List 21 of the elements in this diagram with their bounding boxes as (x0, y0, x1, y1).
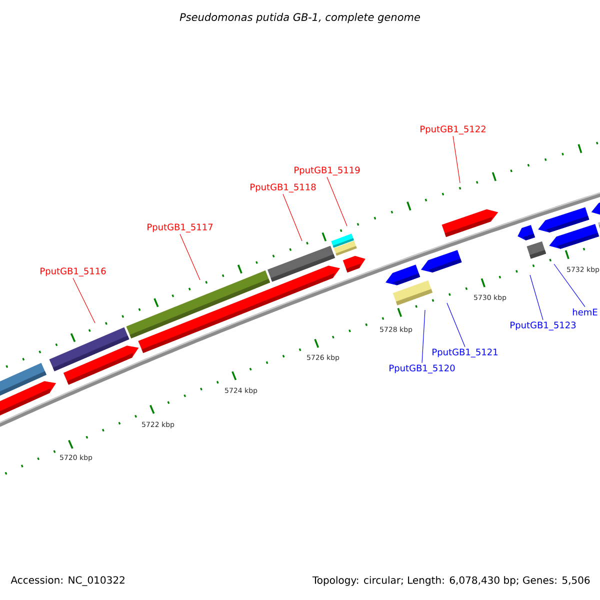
gene-label: PputGB1_5121 (432, 348, 498, 358)
gene-label: hemE (572, 308, 598, 316)
leader-line (72, 278, 96, 324)
gene-label: PputGB1_5116 (40, 268, 106, 276)
gene-label: PputGB1_5123 (510, 322, 576, 330)
leader-line (282, 194, 302, 242)
leader-line (530, 274, 544, 320)
footer-text: Accession: NC_010322 (10, 576, 124, 586)
leader-line (180, 234, 200, 280)
leader-line (452, 136, 460, 184)
gene-label: PputGB1_5118 (250, 184, 316, 192)
leader-line (446, 302, 466, 348)
leader-line (554, 264, 586, 308)
footer-text: Topology: circular; Length: 6,078,430 bp; Genes: 5,506 (312, 576, 590, 586)
leader-line (422, 310, 426, 364)
gene-label: PputGB1_5120 (390, 364, 455, 374)
title: Pseudomonas putida GB-1, complete genome (180, 12, 420, 24)
gene-label: PputGB1_5122 (420, 126, 486, 134)
gene-label: PputGB1_5117 (148, 224, 213, 232)
gene-label: PputGB1_5119 (294, 166, 360, 176)
leader-line (326, 176, 348, 226)
